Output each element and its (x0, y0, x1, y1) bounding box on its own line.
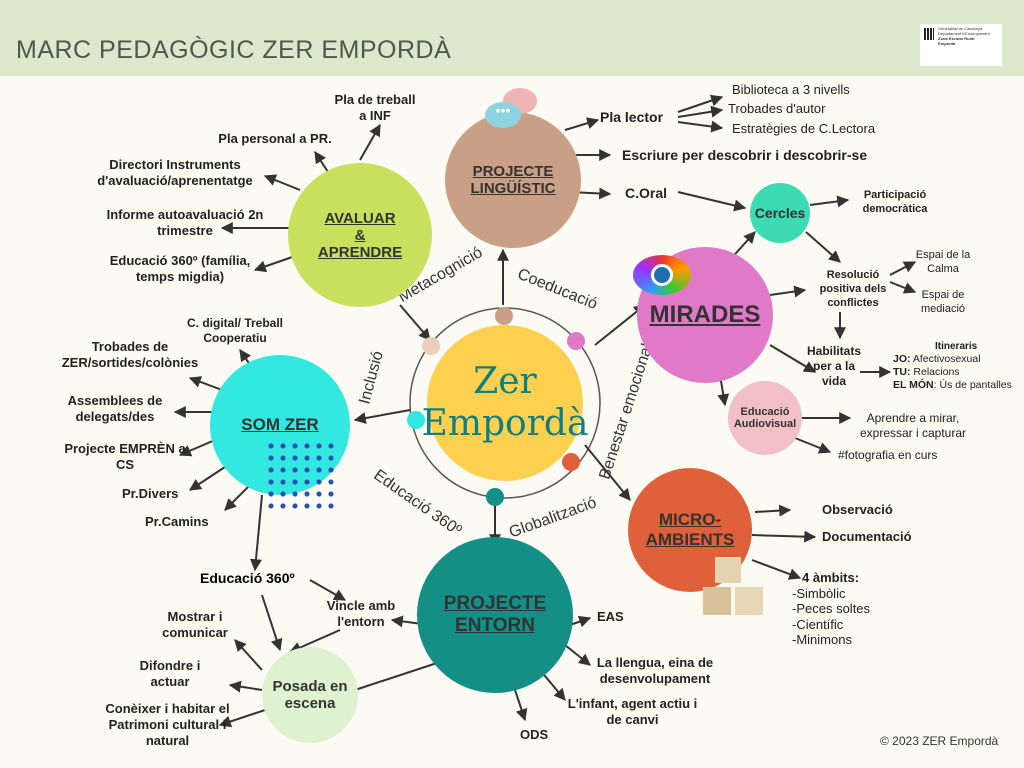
label-informe-autoavaluacio: Informe autoavaluació 2n trimestre (106, 207, 264, 238)
node-label: APRENDRE (317, 243, 403, 261)
ambit-item: -Simbòlic (792, 585, 846, 601)
copyright: © 2023 ZER Empordà (880, 734, 999, 748)
node-microambients: MICRO-AMBIENTS (628, 468, 752, 592)
label-escriure: Escriure per descobrir i descobrir-se (622, 147, 868, 163)
label-resolucio: Resolució positiva dels conflictes (819, 269, 887, 309)
itinerari-value: Relacions (913, 366, 960, 378)
label-assemblees: Assemblees de delegats/des (67, 393, 163, 424)
node-label: PROJECTE (472, 163, 554, 180)
itineraris-list: JO: Afectivosexual TU: Relacions EL MÓN:… (893, 353, 1012, 391)
node-label: PROJECTE (443, 593, 547, 614)
node-label: AVALUAR (324, 209, 396, 227)
logo-line: Generalitat de Catalunya (938, 26, 983, 31)
network-icon (265, 440, 337, 514)
node-label: Educació (740, 406, 790, 418)
label-educacio-360: Educació 360º (200, 570, 295, 586)
label-vincle: Vincle amb l'entorn (326, 598, 396, 629)
label-participacio: Participació democràtica (862, 189, 928, 215)
label-trobades-zer: Trobades de ZER/sortides/colònies (61, 339, 199, 370)
label-prcamins: Pr.Camins (145, 514, 209, 529)
ambit-item: -Minimons (792, 632, 852, 647)
node-avaluar: AVALUAR&APRENDRE (288, 163, 432, 307)
ambits-title: 4 àmbits: (802, 570, 860, 585)
node-label: MICRO- (658, 510, 722, 529)
label-pla-personal: Pla personal a PR. (218, 131, 332, 146)
label-estrategies: Estratègies de C.Lectora (732, 121, 876, 136)
itinerari-key: EL MÓN (893, 379, 934, 391)
label-prdivers: Pr.Divers (122, 486, 179, 501)
label-espai-mediacio: Espai de mediació (920, 289, 966, 315)
label-trobades-autor: Trobades d'autor (728, 101, 826, 116)
ambit-item: -Científic (792, 616, 844, 632)
itinerari-key: TU: (893, 366, 911, 378)
node-mirades: MIRADES (637, 247, 773, 383)
logo-line: Zona Escolar Rural (938, 36, 975, 41)
itinerari-key: JO: (893, 353, 911, 365)
label-observacio: Observació (822, 502, 893, 517)
label-infant: L'infant, agent actiu i de canvi (567, 696, 698, 727)
label-pla-lector: Pla lector (600, 109, 664, 125)
label-biblioteca: Biblioteca a 3 nivells (732, 82, 850, 97)
label-mostrar: Mostrar i comunicar (162, 609, 228, 640)
node-label: & (354, 226, 366, 244)
label-c-digital: C. digital/ Treball Cooperatiu (186, 316, 284, 345)
label-documentacio: Documentació (822, 529, 912, 544)
node-label: LINGÜÍSTIC (470, 180, 556, 197)
wooden-blocks-icon (703, 557, 763, 617)
label-directori-instruments: Directori Instruments d'avaluació/aprene… (97, 157, 253, 188)
eye-icon (633, 255, 691, 295)
node-label: AMBIENTS (645, 530, 735, 549)
itinerari-value: Afectivosexual (912, 353, 981, 365)
node-label: Posada en (272, 678, 348, 695)
label-pla-treball-inf: Pla de treball a INF (334, 92, 416, 123)
ambits-list: 4 àmbits: -Simbòlic-Peces soltes-Científ… (792, 570, 870, 648)
label-eas: EAS (597, 609, 624, 624)
node-label: ENTORN (455, 615, 535, 636)
label-ods: ODS (520, 727, 549, 742)
speech-bubbles-icon: ••• (485, 88, 545, 138)
node-label: escena (284, 695, 336, 712)
label-llengua: La llengua, eina de desenvolupament (596, 655, 714, 686)
node-label: Audiovisual (733, 418, 797, 430)
center-line: Zer (473, 361, 537, 402)
label-fotografia: #fotografia en curs (838, 448, 938, 462)
center-line: Empordà (421, 403, 589, 444)
logo-mark (924, 28, 934, 40)
node-cercles: Cercles (750, 183, 810, 243)
logo-line: Empordà (938, 41, 956, 46)
label-coral: C.Oral (625, 185, 668, 201)
page-title: MARC PEDAGÒGIC ZER EMPORDÀ (16, 36, 452, 64)
logo-line: Departament d'Ensenyament (938, 31, 990, 36)
label-educacio-360-familia: Educació 360º (família, temps migdia) (109, 253, 251, 284)
itinerari-value: Ús de pantalles (939, 379, 1012, 391)
label-aprendre-mirar: Aprendre a mirar, expressar i capturar (859, 411, 967, 440)
header-band (0, 0, 1024, 76)
label-habilitats: Habilitats per a la vida (806, 344, 861, 388)
label-difondre: Difondre i actuar (139, 658, 201, 689)
label-coneixer: Conèixer i habitar el Patrimoni cultural… (105, 701, 230, 748)
label-empren: Projecte EMPRÈN a CS (64, 441, 186, 472)
label-espai-calma: Espai de la Calma (915, 249, 971, 275)
label-itineraris: Itineraris (935, 341, 978, 352)
ambit-item: -Peces soltes (792, 601, 871, 616)
